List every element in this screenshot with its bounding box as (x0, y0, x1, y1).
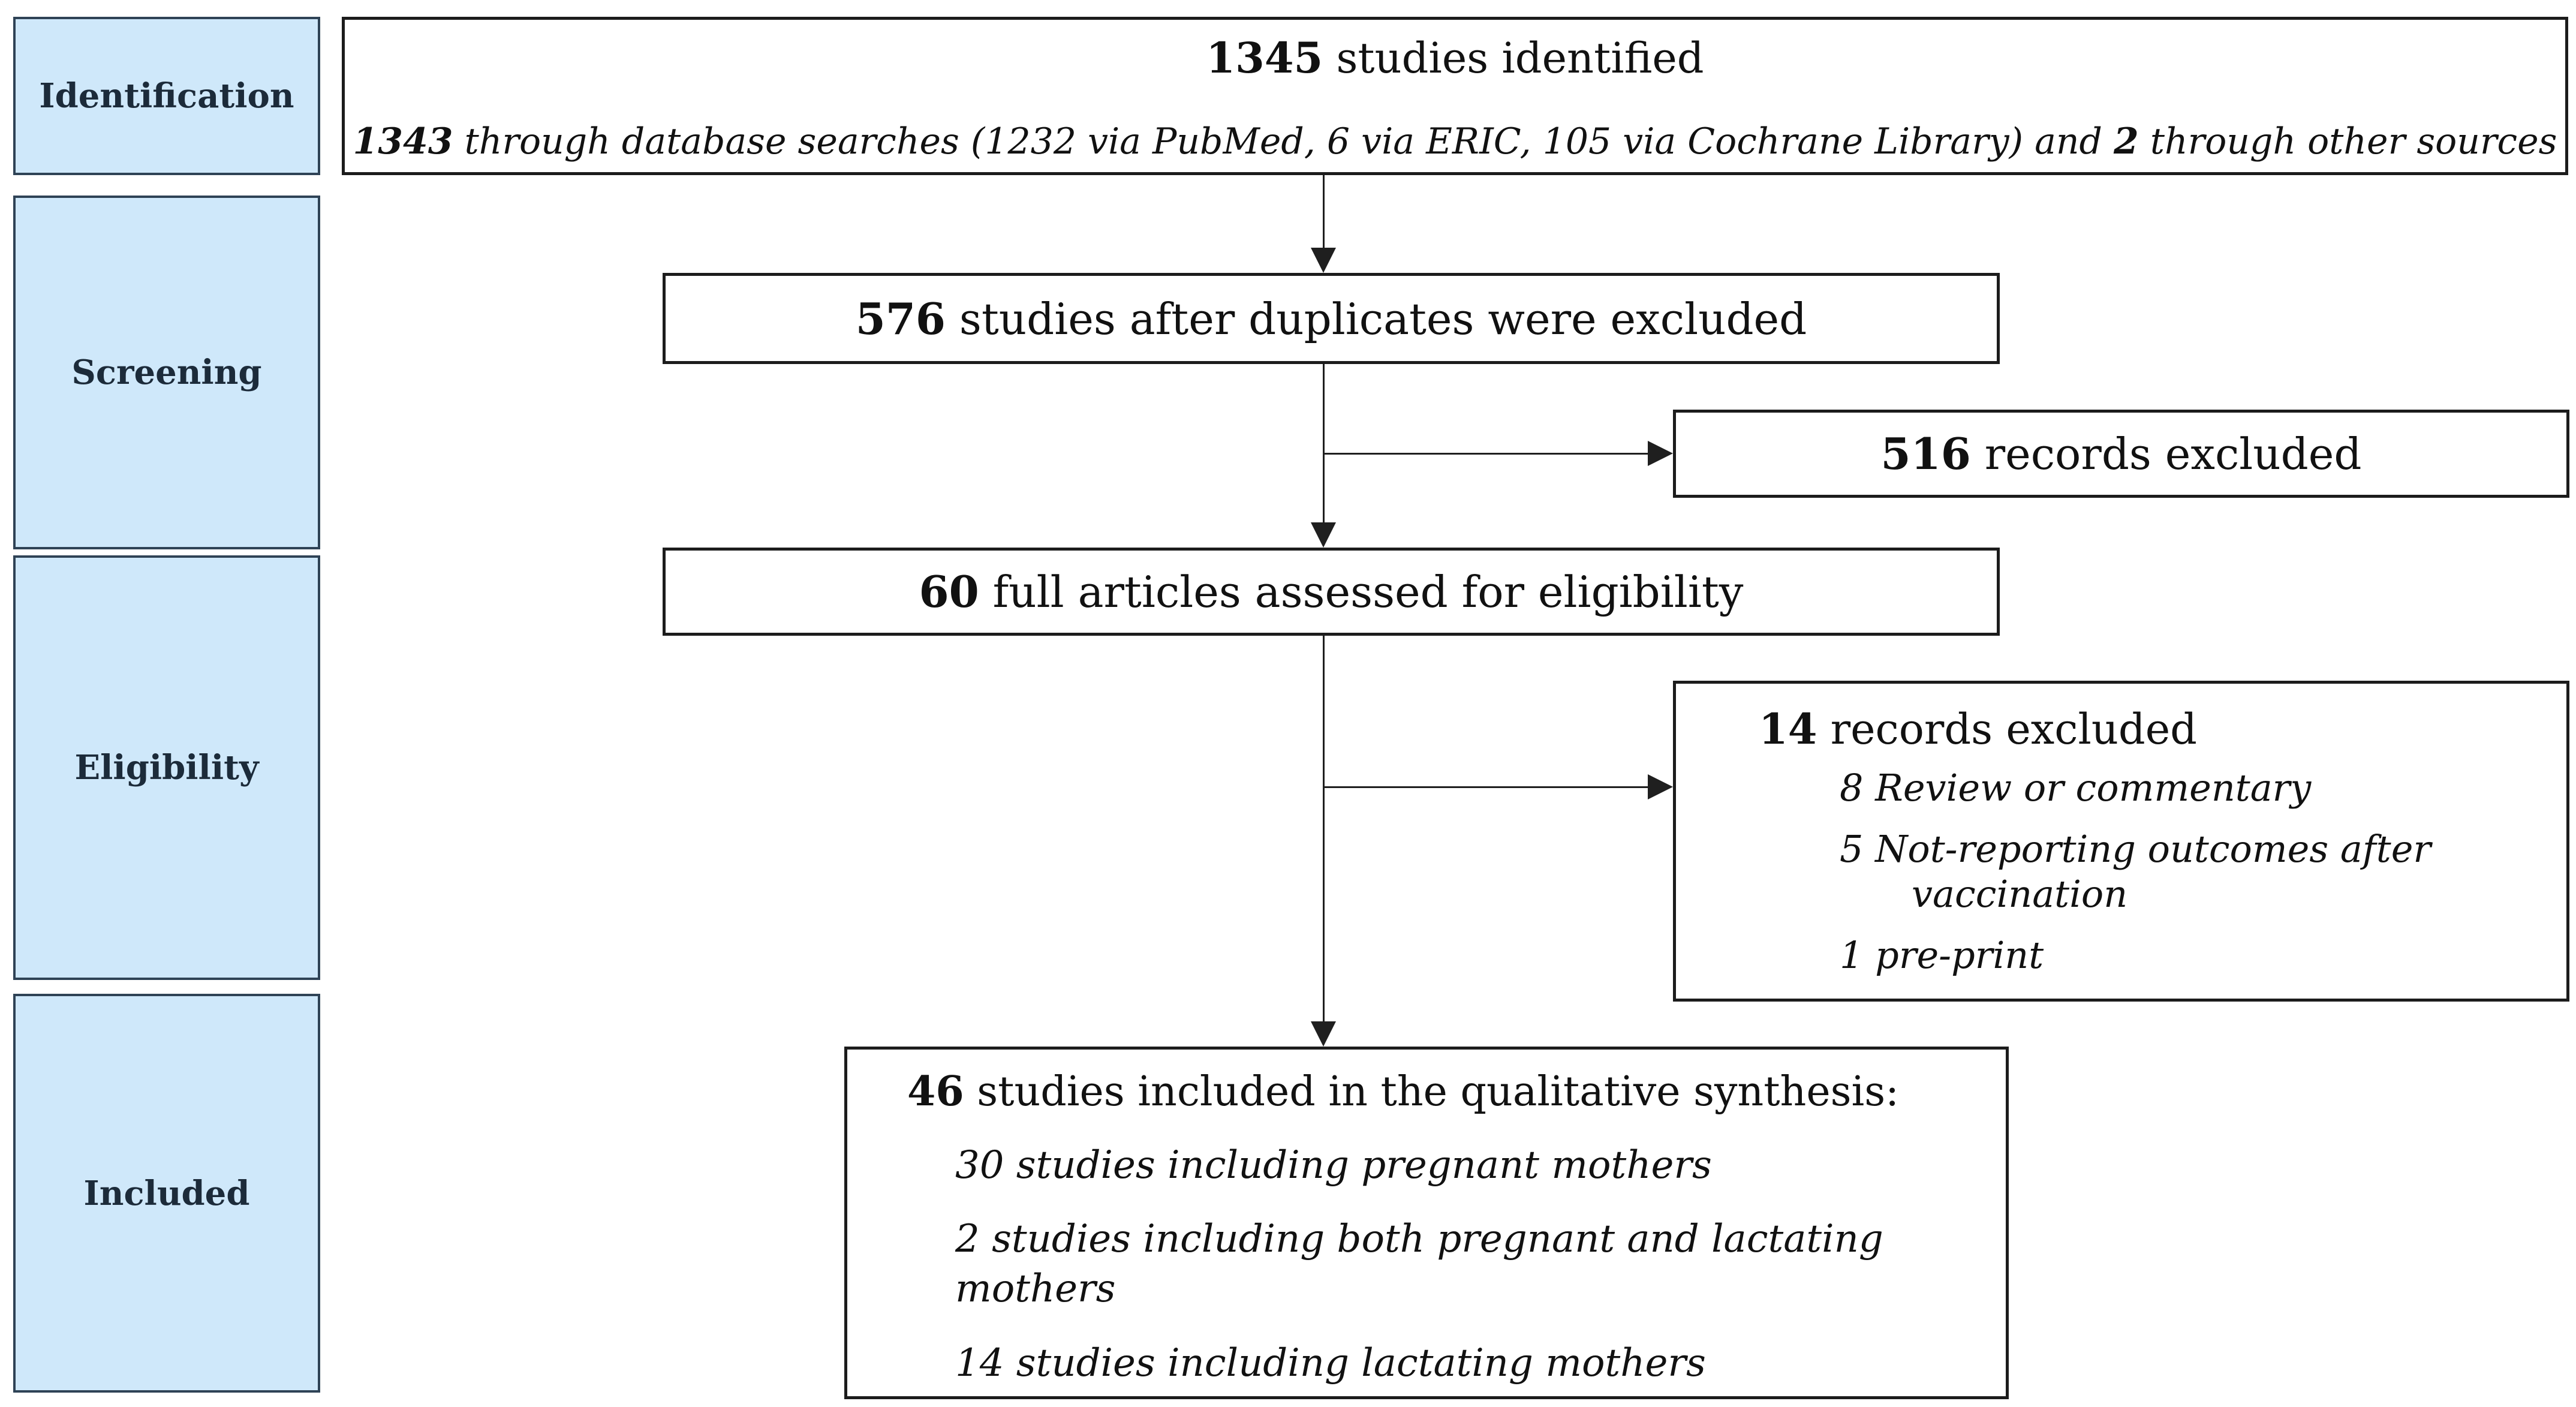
included-synthesis-title: 46 studies included in the qualitative s… (907, 1068, 1982, 1116)
node-after-duplicates: 576 studies after duplicates were exclud… (663, 273, 2000, 364)
stage-included: Included (13, 994, 320, 1393)
node-records-excluded: 516 records excluded (1673, 410, 2569, 498)
exclusion-reason-item: 1 pre-print (1840, 933, 2044, 978)
connector-branch-fulltext-excluded (1323, 786, 1648, 788)
after-duplicates-count: 576 (855, 293, 946, 344)
full-articles-count: 60 (919, 566, 979, 617)
after-duplicates-label: studies after duplicates were excluded (946, 293, 1807, 344)
detail-other-text: through other sources (2138, 121, 2557, 163)
stage-eligibility-label: Eligibility (74, 748, 259, 787)
node-full-articles: 60 full articles assessed for eligibilit… (663, 548, 2000, 636)
included-synthesis-count: 46 (907, 1068, 964, 1116)
stage-eligibility: Eligibility (13, 555, 320, 980)
arrowhead-right-fulltext-excluded (1648, 774, 1673, 799)
full-articles-title: 60 full articles assessed for eligibilit… (919, 566, 1744, 617)
connector-identified-to-dedup (1323, 175, 1325, 252)
records-excluded-label: records excluded (1970, 429, 2362, 479)
stage-identification-label: Identification (39, 76, 294, 116)
arrowhead-down-dedup (1311, 248, 1336, 273)
included-breakdown-item: 30 studies including pregnant mothers (955, 1143, 1712, 1187)
studies-identified-label: studies identified (1323, 34, 1704, 83)
after-duplicates-title: 576 studies after duplicates were exclud… (856, 293, 1807, 344)
connector-dedup-to-fulltext (1323, 364, 1325, 524)
stage-included-label: Included (83, 1173, 250, 1213)
connector-branch-records-excluded (1323, 453, 1648, 455)
studies-identified-detail: 1343 through database searches (1232 via… (353, 121, 2557, 163)
exclusion-reasons-list: 8 Review or commentary 5 Not-reporting o… (1840, 766, 2545, 978)
fulltext-excluded-label: records excluded (1817, 705, 2197, 754)
node-fulltext-excluded: 14 records excluded 8 Review or commenta… (1673, 681, 2569, 1002)
fulltext-excluded-title: 14 records excluded (1759, 704, 2545, 754)
stage-screening-label: Screening (71, 353, 262, 392)
detail-db-count: 1343 (353, 121, 453, 163)
studies-identified-title: 1345 studies identified (1206, 33, 1704, 83)
stage-screening: Screening (13, 196, 320, 549)
connector-fulltext-to-included (1323, 636, 1325, 1023)
records-excluded-title: 516 records excluded (1881, 428, 2362, 479)
detail-db-text: through database searches (1232 via PubM… (453, 121, 2114, 163)
node-studies-identified: 1345 studies identified 1343 through dat… (342, 17, 2568, 175)
node-included-synthesis: 46 studies included in the qualitative s… (844, 1047, 2009, 1399)
stage-identification: Identification (13, 17, 320, 175)
records-excluded-count: 516 (1880, 428, 1971, 479)
arrowhead-right-records-excluded (1648, 441, 1673, 466)
included-synthesis-label: studies included in the qualitative synt… (964, 1068, 1900, 1116)
exclusion-reason-item: 5 Not-reporting outcomes after vaccinati… (1840, 827, 2431, 916)
detail-other-count: 2 (2114, 121, 2139, 163)
included-breakdown-item: 2 studies including both pregnant and la… (955, 1217, 1883, 1312)
included-breakdown-item: 14 studies including lactating mothers (955, 1340, 1706, 1385)
studies-identified-count: 1345 (1206, 33, 1323, 83)
exclusion-reason-item: 8 Review or commentary (1840, 766, 2312, 810)
arrowhead-down-included (1311, 1021, 1336, 1047)
full-articles-label: full articles assessed for eligibility (979, 567, 1744, 617)
arrowhead-down-fulltext (1311, 522, 1336, 548)
included-breakdown-list: 30 studies including pregnant mothers 2 … (955, 1141, 1982, 1388)
fulltext-excluded-count: 14 (1759, 704, 1817, 754)
